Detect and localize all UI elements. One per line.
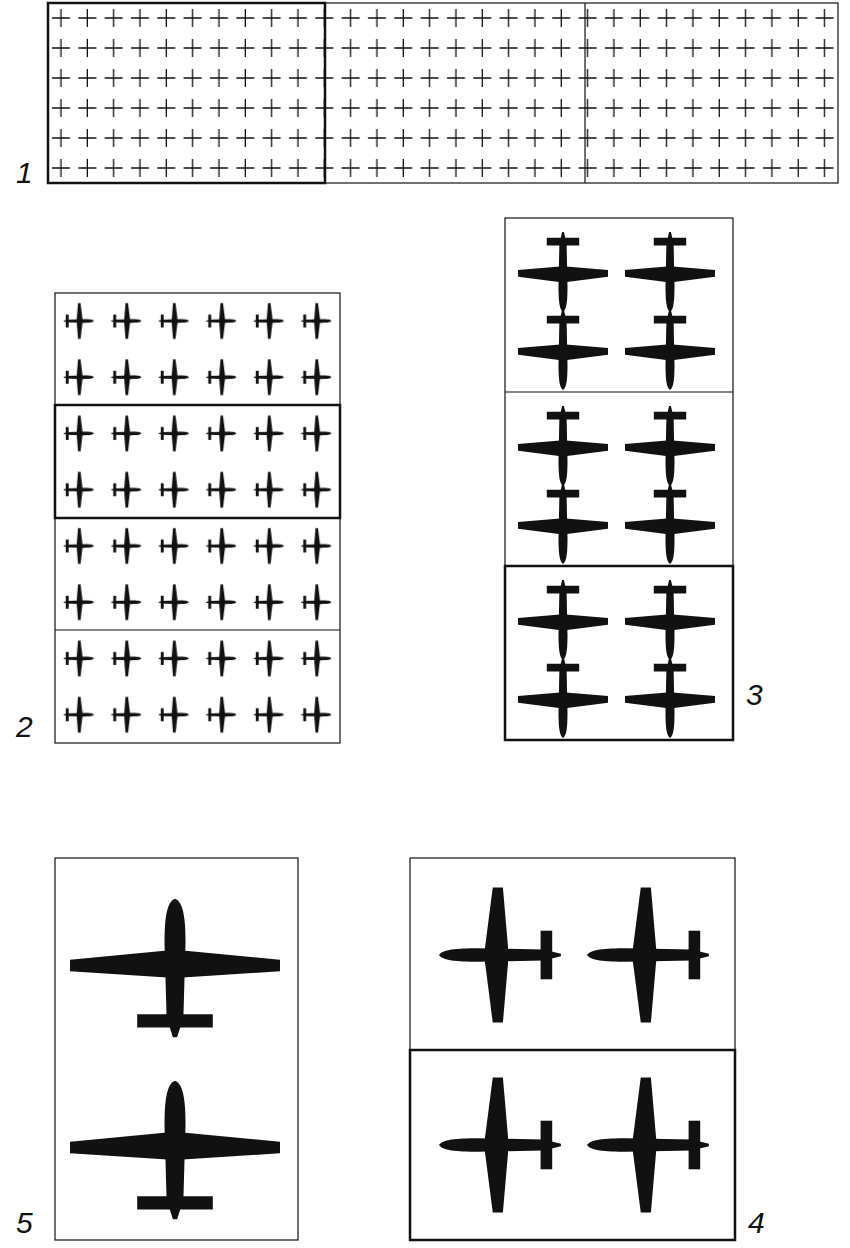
panel-number: 1	[16, 158, 33, 188]
panel-number: 4	[748, 1208, 765, 1238]
panel-number: 3	[746, 680, 763, 710]
panel-number: 2	[16, 712, 33, 742]
panel-number: 5	[16, 1208, 33, 1238]
